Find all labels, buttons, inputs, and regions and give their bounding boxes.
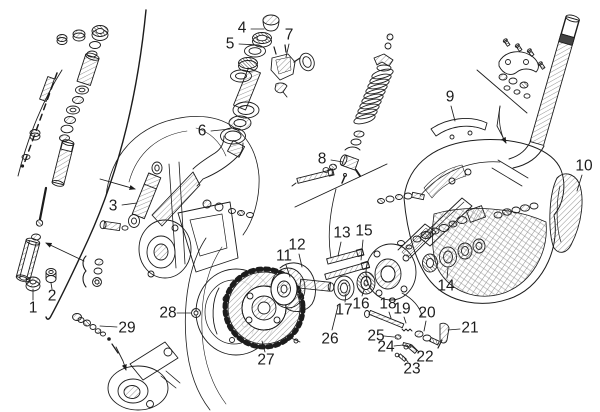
leader-line-19: [403, 316, 407, 324]
front-mudguard: [403, 139, 565, 304]
leader-line-12: [298, 253, 303, 268]
seal-and-bearing: [333, 271, 376, 301]
side-cover: [549, 173, 583, 253]
leader-line-16: [361, 289, 365, 297]
brake-anchor-housing: [72, 313, 181, 411]
front-hub: [270, 262, 335, 312]
shock-absorber: [128, 161, 163, 228]
leader-line-10: [576, 174, 583, 192]
leader-line-17: [344, 293, 347, 303]
leader-curve-clamp: [498, 105, 506, 143]
leader-line-18: [388, 311, 392, 319]
leader-line-7: [285, 43, 290, 58]
leader-line-15: [360, 239, 364, 261]
leader-line-26: [331, 305, 339, 331]
pointer-arrow-3: [496, 105, 507, 144]
leader-line-8: [330, 159, 344, 163]
leader-line-29: [99, 325, 118, 328]
damper-exploded-parts: [15, 25, 109, 292]
leader-line-14: [446, 267, 449, 279]
steering-stem-parts: [151, 14, 280, 227]
pointer-arrow-1: [99, 178, 136, 190]
fork-leg-hub-carrier: [99, 161, 254, 279]
leader-line-3: [121, 202, 138, 206]
leader-line-9: [450, 105, 456, 122]
leader-line-25: [383, 335, 395, 338]
leader-line-20: [423, 320, 427, 332]
pointer-arrow-2: [45, 242, 85, 262]
leader-line-27: [261, 340, 266, 353]
leader-line-21: [447, 328, 461, 331]
front-fender-outline-center: [105, 116, 260, 236]
lower-yoke: [270, 44, 315, 98]
suspension-spring: [291, 33, 394, 259]
seal-kit-group: [82, 255, 104, 288]
leader-line-5: [238, 43, 260, 46]
leader-line-23: [402, 355, 409, 363]
wheel-phantom-arcs: [184, 237, 227, 411]
fender-brace: [430, 118, 488, 140]
leader-line-2: [50, 282, 53, 290]
leader-line-22: [411, 344, 420, 353]
pointer-arrow-4: [115, 346, 127, 371]
fork-column-right: [476, 14, 580, 169]
leader-line-24: [393, 344, 404, 347]
brake-lever-parts: [364, 310, 450, 362]
axle-pins: [324, 248, 371, 280]
separator-line: [45, 9, 147, 320]
callout-leader-lines: [32, 28, 583, 371]
axle-nut: [191, 308, 201, 318]
leader-line-11: [285, 264, 291, 278]
leader-line-13: [337, 241, 342, 257]
leader-line-6: [210, 128, 231, 132]
